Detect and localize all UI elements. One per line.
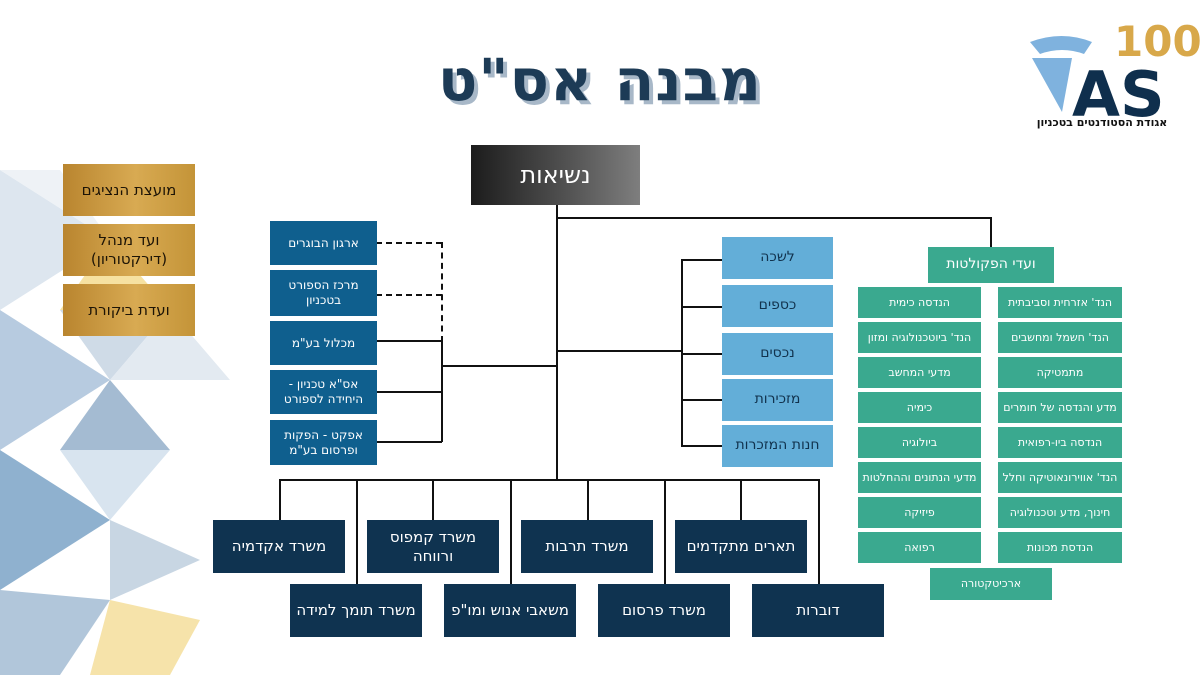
background-triangles-decoration [0, 170, 230, 675]
unit-finance: כספים [722, 285, 833, 327]
connector-office-bottom-1 [356, 479, 358, 584]
faculty-right-5: הנדסה ביו-רפואית [998, 427, 1122, 458]
office-graduate-degrees: תארים מתקדמים [675, 520, 807, 573]
connector-center-4 [681, 399, 722, 401]
logo-tagline: אגודת הסטודנטים בטכניון [1036, 116, 1168, 129]
connector-center-3 [681, 353, 722, 355]
unit-michlol: מכלול בע"מ [270, 321, 377, 365]
side-box-representatives-council: מועצת הנציגים [63, 164, 195, 216]
svg-text:AS: AS [1072, 58, 1165, 131]
side-box-audit-committee: ועדת ביקורת [63, 284, 195, 336]
connector-dashed-1 [376, 242, 442, 244]
svg-text:100: 100 [1114, 17, 1200, 66]
faculty-left-2: הנד' ביוטכנולוגיה ומזון [858, 322, 981, 353]
connector-center-1 [681, 259, 722, 261]
faculty-right-4: מדע והנדסה של חומרים [998, 392, 1122, 423]
faculty-left-3: מדעי המחשב [858, 357, 981, 388]
connector-center-2 [681, 306, 722, 308]
side-box-board: ועד מנהל (דירקטוריון) [63, 224, 195, 276]
connector-center-5 [681, 445, 722, 447]
connector-office-top-2 [432, 479, 434, 520]
connector-office-bottom-3 [664, 479, 666, 584]
connector-office-top-3 [587, 479, 589, 520]
office-spokesperson: דוברות [752, 584, 884, 637]
connector-faculties-drop [990, 217, 992, 248]
faculty-left-5: ביולוגיה [858, 427, 981, 458]
connector-office-bottom-4 [818, 479, 820, 584]
office-publicity: משרד פרסום [598, 584, 730, 637]
office-campus-welfare: משרד קמפוס ורווחה [367, 520, 499, 573]
unit-secretariat: מזכירות [722, 379, 833, 421]
connector-center-branch [556, 350, 683, 352]
faculties-title: ועדי הפקולטות [928, 247, 1054, 283]
connector-dashed-vertical [441, 242, 443, 342]
office-culture: משרד תרבות [521, 520, 653, 573]
presidency-box: נשיאות [471, 145, 640, 205]
unit-bureau: לשכה [722, 237, 833, 279]
faculty-left-7: פיזיקה [858, 497, 981, 528]
connector-left-5 [376, 441, 442, 443]
connector-office-top-4 [740, 479, 742, 520]
unit-alumni: ארגון הבוגרים [270, 221, 377, 265]
unit-asa-technion: אס"א טכניון - היחידה לספורט [270, 370, 377, 414]
faculty-right-3: מתמטיקה [998, 357, 1122, 388]
asat-100-logo: 100 AS [1030, 17, 1200, 131]
unit-sport-center: מרכז הספורט בטכניון [270, 270, 377, 316]
faculty-left-6: מדעי הנתונים וההחלטות [858, 462, 981, 493]
connector-faculties-horizontal [556, 217, 992, 219]
faculty-left-1: הנדסה כימית [858, 287, 981, 318]
faculty-left-4: כימיה [858, 392, 981, 423]
faculty-right-8: הנדסת מכונות [998, 532, 1122, 563]
unit-assets: נכסים [722, 333, 833, 375]
connector-dashed-2 [376, 294, 442, 296]
faculty-right-7: חינוך, מדע וטכנולוגיה [998, 497, 1122, 528]
connector-main-vertical [556, 204, 558, 480]
faculty-right-1: הנד' אזרחית וסביבתית [998, 287, 1122, 318]
office-hr-rnd: משאבי אנוש ומו"פ [444, 584, 576, 637]
connector-office-bottom-2 [510, 479, 512, 584]
unit-souvenir-shop: חנות המזכרות [722, 425, 833, 467]
connector-left-branch [441, 365, 557, 367]
connector-left-3 [376, 340, 442, 342]
faculty-right-2: הנד' חשמל ומחשבים [998, 322, 1122, 353]
unit-effect: אפקט - הפקות ופרסום בע"מ [270, 420, 377, 465]
faculty-right-6: הנד' אווירונאוטיקה וחלל [998, 462, 1122, 493]
connector-left-4 [376, 391, 442, 393]
connector-left-vertical [441, 340, 443, 442]
faculty-architecture: ארכיטקטורה [930, 568, 1052, 600]
connector-center-vertical [681, 259, 683, 446]
office-learning-support: משרד תומך למידה [290, 584, 422, 637]
office-academia: משרד אקדמיה [213, 520, 345, 573]
page-title: מבנה אס"ט [438, 46, 762, 114]
connector-office-top-1 [279, 479, 281, 520]
connector-offices-horizontal [279, 479, 819, 481]
faculty-left-8: רפואה [858, 532, 981, 563]
